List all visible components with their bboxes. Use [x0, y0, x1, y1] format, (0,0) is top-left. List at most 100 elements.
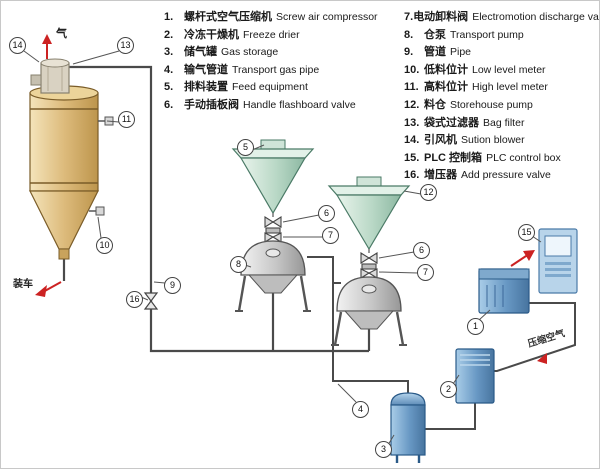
callout-1: 1	[467, 318, 484, 335]
callout-10: 10	[96, 237, 113, 254]
flashboard-valve-2	[360, 249, 378, 264]
control-arrow	[510, 250, 535, 267]
conveying-pipes	[69, 65, 371, 353]
legend-number: 9.	[404, 46, 414, 59]
storehouse-hopper-2	[327, 176, 411, 251]
legend-en: Storehouse pump	[450, 98, 533, 111]
legend-zh: 螺杆式空气压缩机	[184, 11, 272, 23]
discharge-valve-1	[264, 227, 282, 243]
callout-15: 15	[518, 224, 535, 241]
callout-11: 11	[118, 111, 135, 128]
legend-zh: 排料装置	[184, 81, 228, 94]
legend-number: 16.	[404, 169, 420, 182]
callout-2: 2	[440, 381, 457, 398]
legend-zh: 引风机	[424, 134, 457, 147]
callout-12: 12	[420, 184, 437, 201]
legend-en: Low level meter	[472, 63, 546, 76]
legend-en: Feed equipment	[232, 81, 308, 94]
legend-zh: 增压器	[424, 169, 457, 182]
discharge-valve-2	[360, 263, 378, 279]
callout-7a: 7	[322, 227, 339, 244]
legend-number: 2.	[164, 28, 174, 41]
legend-zh: PLC 控制箱	[424, 151, 483, 164]
legend-number: 4.	[164, 63, 174, 76]
legend-en: Freeze drier	[243, 28, 300, 41]
callout-6b: 6	[413, 242, 430, 259]
plc-control-box	[538, 228, 578, 294]
gas-storage-tank	[390, 392, 426, 463]
gas-exhaust-arrow	[42, 34, 52, 59]
legend-item-3: 3. 储气罐 Gas storage	[164, 44, 399, 62]
legend-en: High level meter	[472, 81, 548, 94]
legend-zh: 管道	[424, 46, 446, 59]
legend-zh: 输气管道	[184, 63, 228, 76]
legend-number: 6.	[164, 98, 174, 111]
legend-zh: 电动卸料阀	[413, 11, 469, 23]
legend-zh: 冷冻干燥机	[184, 28, 239, 41]
callout-16: 16	[126, 291, 143, 308]
legend-number: 10.	[404, 63, 420, 76]
legend-zh: 低料位计	[424, 63, 468, 76]
callout-9: 9	[164, 277, 181, 294]
legend-en: Transport gas pipe	[232, 63, 320, 76]
legend-number: 5.	[164, 81, 174, 94]
legend-number: 8.	[404, 28, 414, 41]
legend-en: PLC control box	[486, 151, 561, 164]
legend-en: Transport pump	[450, 28, 524, 41]
legend-number: 1.	[164, 11, 174, 23]
legend-en: Sution blower	[461, 134, 525, 147]
legend-number: 3.	[164, 46, 174, 59]
air-compressor	[478, 268, 530, 314]
legend-en: Pipe	[450, 46, 472, 59]
legend-item-5: 5. 排料装置 Feed equipment	[164, 79, 399, 97]
compressed-air-label: 压缩空气	[526, 327, 566, 350]
truck-loading-label: 装车	[12, 277, 33, 290]
legend-item-8: 8. 仓泵 Transport pump	[404, 27, 599, 45]
legend-zh: 袋式过滤器	[424, 116, 479, 129]
truck-loading-arrow	[35, 281, 62, 297]
legend-number: 13.	[404, 116, 420, 129]
legend-zh: 高料位计	[424, 81, 468, 94]
legend-number: 15.	[404, 151, 420, 164]
callout-8: 8	[230, 256, 247, 273]
legend-item-4: 4. 输气管道 Transport gas pipe	[164, 62, 399, 80]
legend-item-2: 2. 冷冻干燥机 Freeze drier	[164, 27, 399, 45]
legend-item-10: 10. 低料位计 Low level meter	[404, 62, 599, 80]
callout-7b: 7	[417, 264, 434, 281]
transport-pump-2	[331, 276, 407, 346]
legend-zh: 储气罐	[184, 46, 217, 59]
callout-14: 14	[9, 37, 26, 54]
legend-en: Handle flashboard valve	[243, 98, 356, 111]
callout-13: 13	[117, 37, 134, 54]
callout-6a: 6	[318, 205, 335, 222]
low-level-meter	[89, 206, 105, 216]
legend-en: Electromotion discharge valve	[472, 11, 600, 23]
legend-zh: 仓泵	[424, 28, 446, 41]
callout-3: 3	[375, 441, 392, 458]
legend-en: Add pressure valve	[461, 169, 551, 182]
legend-item-14: 14. 引风机 Sution blower	[404, 132, 599, 150]
legend-item-9: 9. 管道 Pipe	[404, 44, 599, 62]
bag-filter	[40, 58, 70, 94]
leader-lines	[23, 50, 542, 446]
legend-number: 14.	[404, 134, 420, 147]
legend-number: 11.	[404, 81, 419, 94]
callout-4: 4	[352, 401, 369, 418]
legend-en: Gas storage	[221, 46, 279, 59]
legend-item-6: 6. 手动插板阀 Handle flashboard valve	[164, 97, 399, 115]
gas-label: 气	[55, 26, 67, 40]
air-pipes	[307, 256, 576, 430]
legend-zh: 手动插板阀	[184, 98, 239, 111]
compressed-air-arrow	[537, 353, 547, 364]
legend-zh: 料仓	[424, 98, 446, 111]
legend-number: 7.	[404, 11, 414, 23]
legend-item-16: 16. 增压器 Add pressure valve	[404, 167, 599, 185]
